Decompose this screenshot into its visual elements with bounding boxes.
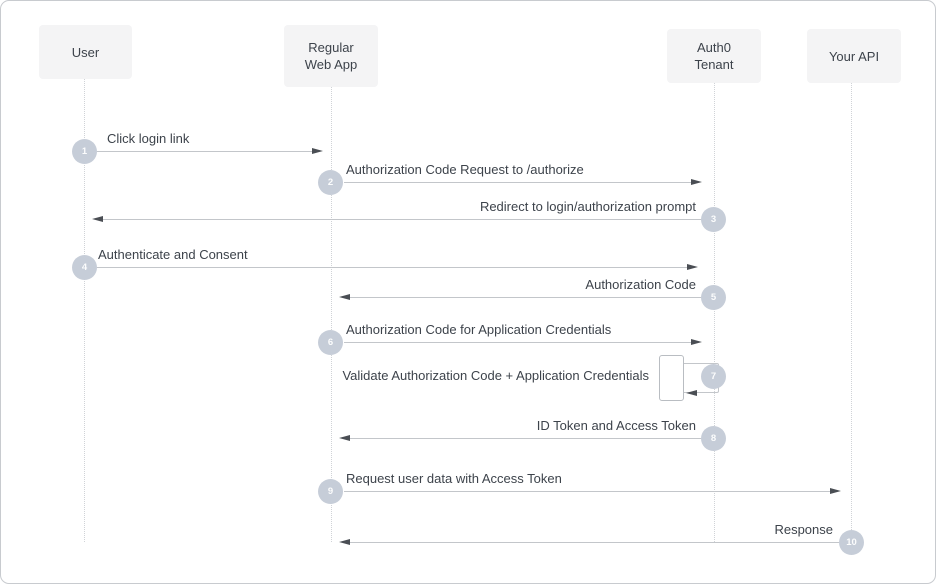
step-badge: 8 xyxy=(701,426,726,451)
message-label: Click login link xyxy=(107,131,190,146)
actor-regular-web-app: Regular Web App xyxy=(284,25,378,87)
step-badge: 9 xyxy=(318,479,343,504)
actor-user: User xyxy=(39,25,132,79)
step-badge: 3 xyxy=(701,207,726,232)
lifeline-user xyxy=(84,79,85,542)
message-line xyxy=(350,438,702,439)
message-label: Response xyxy=(774,522,833,537)
message-label: Authorization Code for Application Crede… xyxy=(346,322,612,337)
arrowhead-right-icon xyxy=(687,264,698,270)
message-line xyxy=(344,491,830,492)
message-line xyxy=(344,342,691,343)
arrowhead-left-icon xyxy=(339,294,350,300)
message-label: Redirect to login/authorization prompt xyxy=(479,199,696,214)
actor-your-api: Your API xyxy=(807,29,901,83)
arrowhead-right-icon xyxy=(830,488,841,494)
lifeline-regular-web-app xyxy=(331,87,332,542)
step-badge: 7 xyxy=(701,364,726,389)
arrowhead-right-icon xyxy=(312,148,323,154)
message-line xyxy=(344,182,691,183)
actor-label: Regular Web App xyxy=(304,40,358,72)
actor-label: User xyxy=(71,44,100,60)
arrowhead-left-icon xyxy=(339,435,350,441)
arrowhead-left-icon xyxy=(686,390,697,396)
message-label: Authorization Code Request to /authorize xyxy=(346,162,584,177)
message-label: Validate Authorization Code + Applicatio… xyxy=(342,368,649,383)
step-badge: 6 xyxy=(318,330,343,355)
arrowhead-left-icon xyxy=(92,216,103,222)
arrowhead-right-icon xyxy=(691,339,702,345)
message-label: Request user data with Access Token xyxy=(346,471,562,486)
lifeline-your-api xyxy=(851,83,852,542)
step-badge: 2 xyxy=(318,170,343,195)
message-line xyxy=(350,542,839,543)
step-badge: 4 xyxy=(72,255,97,280)
message-line xyxy=(103,219,702,220)
message-label: Authenticate and Consent xyxy=(98,247,248,262)
actor-label: Your API xyxy=(828,48,880,64)
actor-label: Auth0 Tenant xyxy=(694,40,734,72)
arrowhead-right-icon xyxy=(691,179,702,185)
message-line xyxy=(97,267,687,268)
step-badge: 1 xyxy=(72,139,97,164)
actor-auth0-tenant: Auth0 Tenant xyxy=(667,29,761,83)
step-badge: 5 xyxy=(701,285,726,310)
step-badge: 10 xyxy=(839,530,864,555)
lifeline-auth0-tenant xyxy=(714,83,715,542)
arrowhead-left-icon xyxy=(339,539,350,545)
message-label: ID Token and Access Token xyxy=(536,418,696,433)
message-line xyxy=(97,151,312,152)
activation-box xyxy=(659,355,684,401)
message-line xyxy=(350,297,702,298)
message-label: Authorization Code xyxy=(585,277,696,292)
